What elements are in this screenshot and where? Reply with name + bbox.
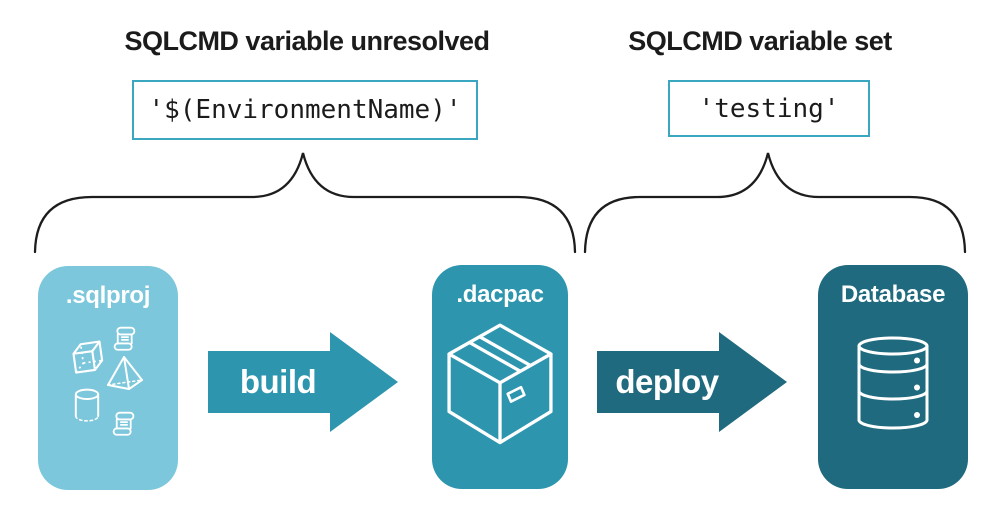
package-icon bbox=[447, 323, 553, 445]
left-brace bbox=[33, 152, 577, 254]
left-annotation-title: SQLCMD variable unresolved bbox=[124, 26, 490, 56]
build-arrow bbox=[208, 332, 398, 432]
database-icon bbox=[857, 336, 929, 430]
dacpac-label: .dacpac bbox=[456, 281, 544, 308]
deploy-arrow-label: deploy bbox=[615, 363, 719, 400]
right-code-box: 'testing' bbox=[668, 80, 870, 137]
scroll-icon bbox=[113, 326, 136, 351]
left-code-box: '$(EnvironmentName)' bbox=[132, 80, 478, 140]
scroll-icon bbox=[112, 411, 135, 436]
database-label: Database bbox=[840, 281, 946, 308]
cylinder-icon bbox=[74, 388, 100, 422]
right-annotation-title: SQLCMD variable set bbox=[628, 26, 892, 56]
cube-icon bbox=[72, 340, 104, 374]
pyramid-icon bbox=[107, 356, 143, 390]
sqlproj-node: .sqlproj bbox=[38, 266, 178, 490]
build-arrow-label: build bbox=[239, 363, 317, 400]
left-code-text: '$(EnvironmentName)' bbox=[148, 95, 462, 125]
database-node: Database bbox=[818, 265, 968, 489]
deploy-arrow-shape bbox=[597, 332, 787, 432]
right-code-text: 'testing' bbox=[698, 93, 840, 124]
sqlproj-label: .sqlproj bbox=[65, 282, 151, 309]
right-brace bbox=[583, 152, 967, 254]
build-arrow-shape bbox=[208, 332, 398, 432]
dacpac-node: .dacpac bbox=[432, 265, 568, 489]
deploy-arrow bbox=[597, 332, 787, 432]
